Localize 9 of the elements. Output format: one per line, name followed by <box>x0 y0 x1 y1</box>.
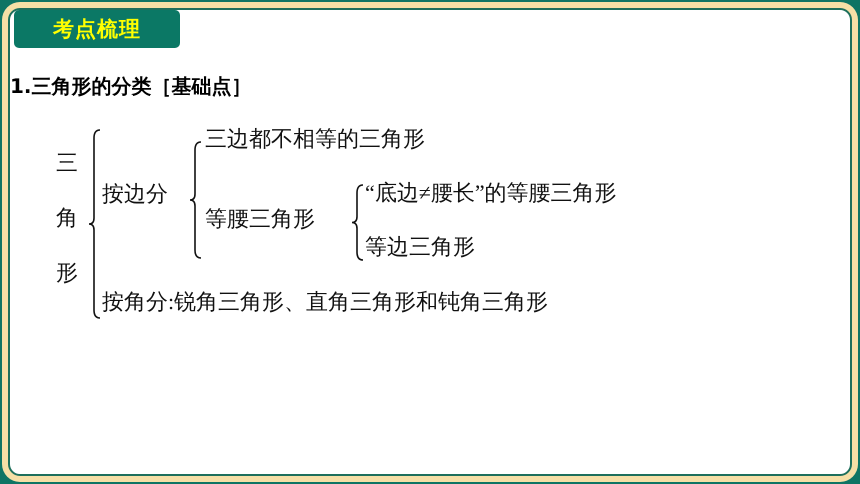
section-heading: 1.三角形的分类［基础点］ <box>10 73 252 100</box>
category-label: “底边≠腰长”的等腰三角形 <box>365 180 617 206</box>
category-label: 三边都不相等的三角形 <box>205 126 425 152</box>
category-label: 等边三角形 <box>365 234 475 260</box>
category-label: 等腰三角形 <box>205 206 315 232</box>
category-label: 按边分 <box>102 181 168 208</box>
category-label: 按角分:锐角三角形、直角三角形和钝角三角形 <box>102 289 548 316</box>
section-badge: 考点梳理 <box>14 10 180 48</box>
category-label: 三角形 <box>56 149 78 287</box>
